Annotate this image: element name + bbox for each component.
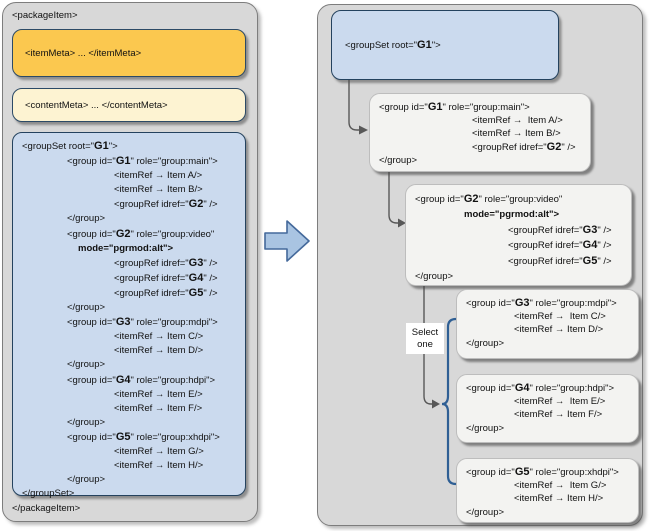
package-item-source-panel: <packageItem> <itemMeta> ... </itemMeta>… bbox=[2, 2, 258, 522]
content-meta-label: <contentMeta> ... </contentMeta> bbox=[25, 99, 168, 111]
code-line: </group> bbox=[466, 506, 505, 518]
code-line: </group> bbox=[67, 416, 106, 428]
code-line: <groupRef idref="G3" /> bbox=[508, 223, 612, 236]
arrowhead-icon bbox=[398, 218, 406, 228]
code-line: <group id="G1" role="group:main"> bbox=[379, 101, 530, 113]
group-g5-code: <group id="G5" role="group:xhdpi"> <itemR… bbox=[457, 459, 638, 519]
group-g3-code: <group id="G3" role="group:mdpi"> <itemRe… bbox=[457, 290, 638, 350]
code-line: <group id="G5" role="group:xhdpi"> bbox=[466, 466, 619, 478]
code-line: <itemRef → Item D/> bbox=[514, 324, 604, 336]
group-g2-box: <group id="G2" role="group:video" mode="p… bbox=[405, 184, 632, 286]
code-line: <group id="G2" role="group:video" bbox=[415, 193, 563, 205]
group-g5-box: <group id="G5" role="group:xhdpi"> <itemR… bbox=[456, 458, 639, 523]
group-g4-box: <group id="G4" role="group:hdpi"> <itemRe… bbox=[456, 374, 639, 443]
code-line: mode="pgrmod:alt"> bbox=[78, 242, 174, 254]
code-line: <itemRef → Item E/> bbox=[114, 388, 203, 400]
group-set-code: <groupSet root="G1"> <group id="G1" role=… bbox=[13, 133, 245, 501]
selection-brace-icon bbox=[441, 317, 458, 486]
code-line: <group id="G4" role="group:hdpi"> bbox=[67, 373, 216, 386]
code-line: <itemRef → Item F/> bbox=[514, 409, 603, 421]
code-line: <itemRef → Item A/> bbox=[472, 115, 563, 127]
code-line: <itemRef → Item C/> bbox=[114, 331, 204, 343]
code-line: </groupSet> bbox=[22, 488, 75, 500]
code-line: <group id="G3" role="group:mdpi"> bbox=[466, 297, 617, 309]
group-g1-code: <group id="G1" role="group:main"> <itemRe… bbox=[370, 94, 590, 167]
code-line: <itemRef → Item C/> bbox=[514, 311, 606, 323]
package-item-open-tag: <packageItem> bbox=[12, 10, 78, 21]
code-line: mode="pgrmod:alt"> bbox=[464, 208, 560, 220]
connector-lines bbox=[348, 79, 458, 486]
right-block-arrow-icon bbox=[264, 220, 310, 262]
group-set-root-box: <groupSet root="G1"> bbox=[331, 10, 559, 80]
code-line: <group id="G5" role="group:xhdpi"> bbox=[67, 430, 220, 443]
code-line: <itemRef → Item A/> bbox=[114, 170, 203, 182]
expanded-groups-panel: <groupSet root="G1"> <group id="G1" role… bbox=[317, 4, 643, 526]
code-line: <groupRef idref="G4" /> bbox=[508, 239, 612, 252]
select-one-label: Select one bbox=[406, 323, 444, 354]
code-line: <itemRef → Item E/> bbox=[514, 396, 606, 408]
code-line: <groupRef idref="G5" /> bbox=[508, 255, 612, 268]
code-line: <itemRef → Item F/> bbox=[114, 402, 203, 414]
group-set-root-code: <groupSet root="G1"> bbox=[332, 11, 558, 53]
code-line: </group> bbox=[67, 302, 106, 314]
code-line: <group id="G1" role="group:main"> bbox=[67, 155, 218, 168]
arrowhead-icon bbox=[432, 399, 440, 409]
code-line: </group> bbox=[379, 154, 418, 166]
code-line: <itemRef → Item D/> bbox=[114, 345, 204, 357]
code-line: </group> bbox=[67, 359, 106, 371]
code-line: <group id="G4" role="group:hdpi"> bbox=[466, 382, 615, 394]
group-g1-box: <group id="G1" role="group:main"> <itemRe… bbox=[369, 93, 591, 172]
code-line: <groupSet root="G1"> bbox=[345, 39, 441, 51]
code-line: </group> bbox=[67, 213, 106, 225]
content-meta-box: <contentMeta> ... </contentMeta> bbox=[12, 88, 246, 122]
code-line: <groupRef idref="G4" /> bbox=[114, 271, 218, 284]
code-line: <itemRef → Item B/> bbox=[472, 128, 561, 140]
code-line: <groupRef idref="G5" /> bbox=[114, 286, 218, 299]
code-line: </group> bbox=[415, 270, 454, 282]
code-line: <groupSet root="G1"> bbox=[22, 140, 118, 152]
code-line: <groupRef idref="G2" /> bbox=[472, 140, 576, 153]
code-line: </group> bbox=[466, 337, 505, 349]
group-g3-box: <group id="G3" role="group:mdpi"> <itemRe… bbox=[456, 289, 639, 359]
code-line: <group id="G2" role="group:video" bbox=[67, 227, 215, 240]
code-line: <groupRef idref="G2" /> bbox=[114, 198, 218, 211]
code-line: </group> bbox=[67, 474, 106, 486]
item-meta-label: <itemMeta> ... </itemMeta> bbox=[25, 47, 142, 59]
code-line: <itemRef → Item H/> bbox=[114, 460, 204, 472]
code-line: <group id="G3" role="group:mdpi"> bbox=[67, 316, 218, 329]
package-item-close-tag: </packageItem> bbox=[12, 503, 81, 514]
group-g4-code: <group id="G4" role="group:hdpi"> <itemRe… bbox=[457, 375, 638, 435]
group-g2-code: <group id="G2" role="group:video" mode="p… bbox=[406, 185, 631, 285]
arrowhead-icon bbox=[359, 125, 368, 135]
code-line: <itemRef → Item H/> bbox=[514, 493, 604, 505]
code-line: <groupRef idref="G3" /> bbox=[114, 256, 218, 269]
group-set-box: <groupSet root="G1"> <group id="G1" role=… bbox=[12, 132, 246, 499]
code-line: <itemRef → Item G/> bbox=[514, 480, 607, 492]
code-line: <itemRef → Item G/> bbox=[114, 445, 204, 457]
code-line: <itemRef → Item B/> bbox=[114, 184, 203, 196]
code-line: </group> bbox=[466, 422, 505, 434]
item-meta-box: <itemMeta> ... </itemMeta> bbox=[12, 29, 246, 77]
